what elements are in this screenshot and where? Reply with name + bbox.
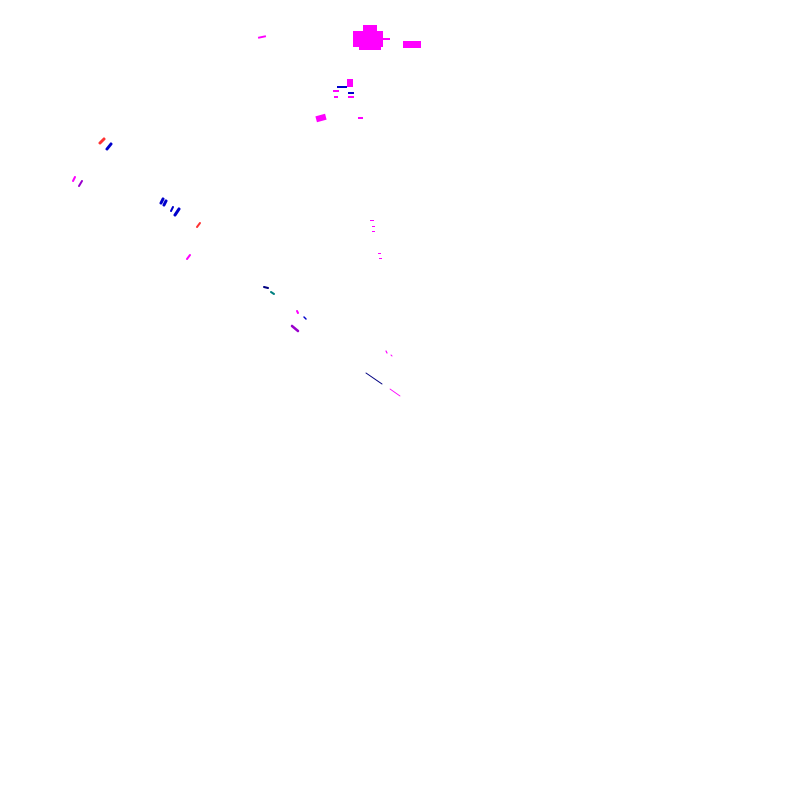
magenta-tick-mid-a [333,90,339,92]
red-dash-b [196,222,201,228]
purple-dash-left-b [78,180,83,187]
magenta-tick-right-d [378,253,381,254]
magenta-stripe [380,38,390,40]
blue-dash-c [162,199,168,207]
magenta-tick-mid-c [348,96,354,98]
magenta-dot-low-a [296,310,299,314]
magenta-tick-right-e [379,258,382,259]
magenta-faint-line [389,388,401,397]
magenta-dot-low-b [385,350,388,354]
magenta-tick-mid-d [334,96,338,98]
blue-dash-a [105,142,113,151]
magenta-block-mid [347,79,353,87]
magenta-dot-mid [358,117,363,119]
magenta-tick-right-a [370,220,374,221]
magenta-dash-left-a [72,176,76,182]
blue-dot-low-a [303,316,307,320]
purple-dash-low [290,324,300,333]
magenta-blob-small [315,113,327,123]
teal-dash-a [270,291,275,295]
blue-dash-d [170,206,174,212]
magenta-blob-right [403,41,421,48]
magenta-blob-large [353,31,383,47]
blue-dash-b [159,197,165,205]
magenta-dash-top-left [257,35,267,39]
navy-thin-line [365,372,383,385]
magenta-tick-right-b [372,226,375,227]
magenta-dot-low-c [390,354,393,357]
magenta-dash-c [186,254,191,260]
red-dash-a [98,137,106,145]
magenta-blob-lower [359,44,381,50]
blue-dash-e [173,207,181,217]
blue-tick-mid-b [348,92,354,94]
magenta-tick-right-c [372,231,375,232]
navy-dash-a [263,286,269,289]
magenta-blob-cap [363,25,377,33]
blue-dash-mid [337,86,347,88]
